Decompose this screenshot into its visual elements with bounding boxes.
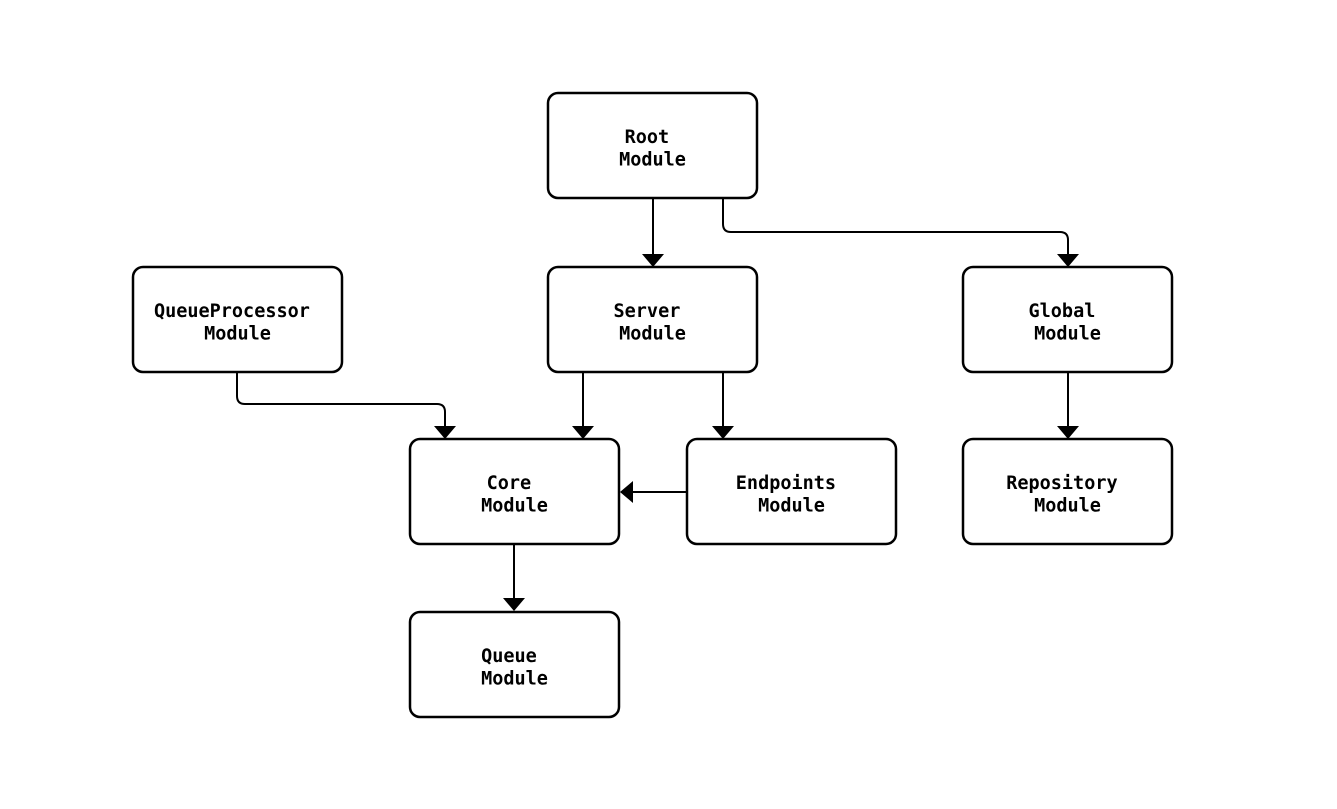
edge-queueprocessor-to-core xyxy=(236,372,456,439)
node-server-module-label: Server Module xyxy=(614,301,692,345)
node-queueprocessor-module-box xyxy=(131,265,344,374)
edge-layer xyxy=(236,198,1079,611)
node-queue-module-box xyxy=(408,610,621,719)
node-global-module-label: Global Module xyxy=(1029,301,1107,345)
node-endpoints-module: Endpoints Module xyxy=(685,437,898,546)
node-core-module-label: Core Module xyxy=(481,473,548,517)
node-queueprocessor-module: QueueProcessor Module xyxy=(131,265,344,374)
node-server-module-box xyxy=(546,265,759,374)
node-queueprocessor-module-label: QueueProcessor Module xyxy=(154,301,321,345)
node-queue-module: Queue Module xyxy=(408,610,621,719)
node-queue-module-label: Queue Module xyxy=(481,646,548,690)
node-root-module: Root Module xyxy=(546,91,759,200)
node-core-module-box xyxy=(408,437,621,546)
node-endpoints-module-label: Endpoints Module xyxy=(736,473,847,517)
node-core-module: Core Module xyxy=(408,437,621,546)
node-endpoints-module-box xyxy=(685,437,898,546)
node-root-module-label: Root Module xyxy=(619,127,686,171)
node-root-module-box xyxy=(546,91,759,200)
node-global-module-box xyxy=(961,265,1174,374)
node-repository-module: Repository Module xyxy=(961,437,1174,546)
node-layer: Root Module Server Module QueueProcessor… xyxy=(131,91,1174,719)
node-repository-module-label: Repository Module xyxy=(1006,473,1129,517)
edge-root-to-global xyxy=(722,198,1079,267)
node-server-module: Server Module xyxy=(546,265,759,374)
node-repository-module-box xyxy=(961,437,1174,546)
node-global-module: Global Module xyxy=(961,265,1174,374)
